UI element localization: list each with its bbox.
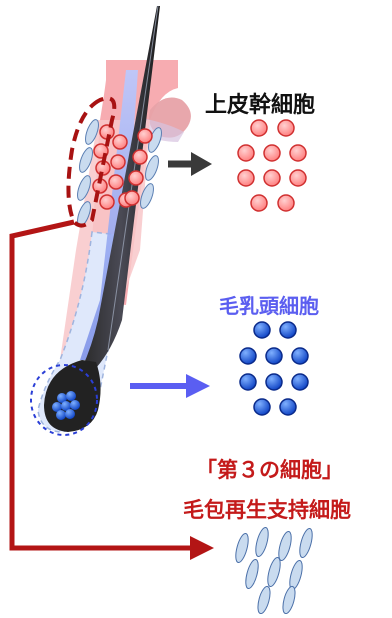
epithelial-arrowhead (191, 152, 212, 176)
papilla-cell-group (240, 322, 308, 415)
epithelial-stem-cell-group (238, 120, 306, 211)
dermal-papilla-cells-label: 毛乳頭細胞 (219, 290, 319, 319)
support-cells-arrowhead (190, 536, 214, 560)
support-cell-group (233, 526, 314, 614)
support-cells-label: 毛包再生支持細胞 (183, 494, 351, 524)
third-cell-label: 「第３の細胞」 (196, 454, 343, 484)
epithelial-stem-cells-label: 上皮幹細胞 (205, 87, 315, 119)
papilla-arrowhead (186, 374, 210, 398)
